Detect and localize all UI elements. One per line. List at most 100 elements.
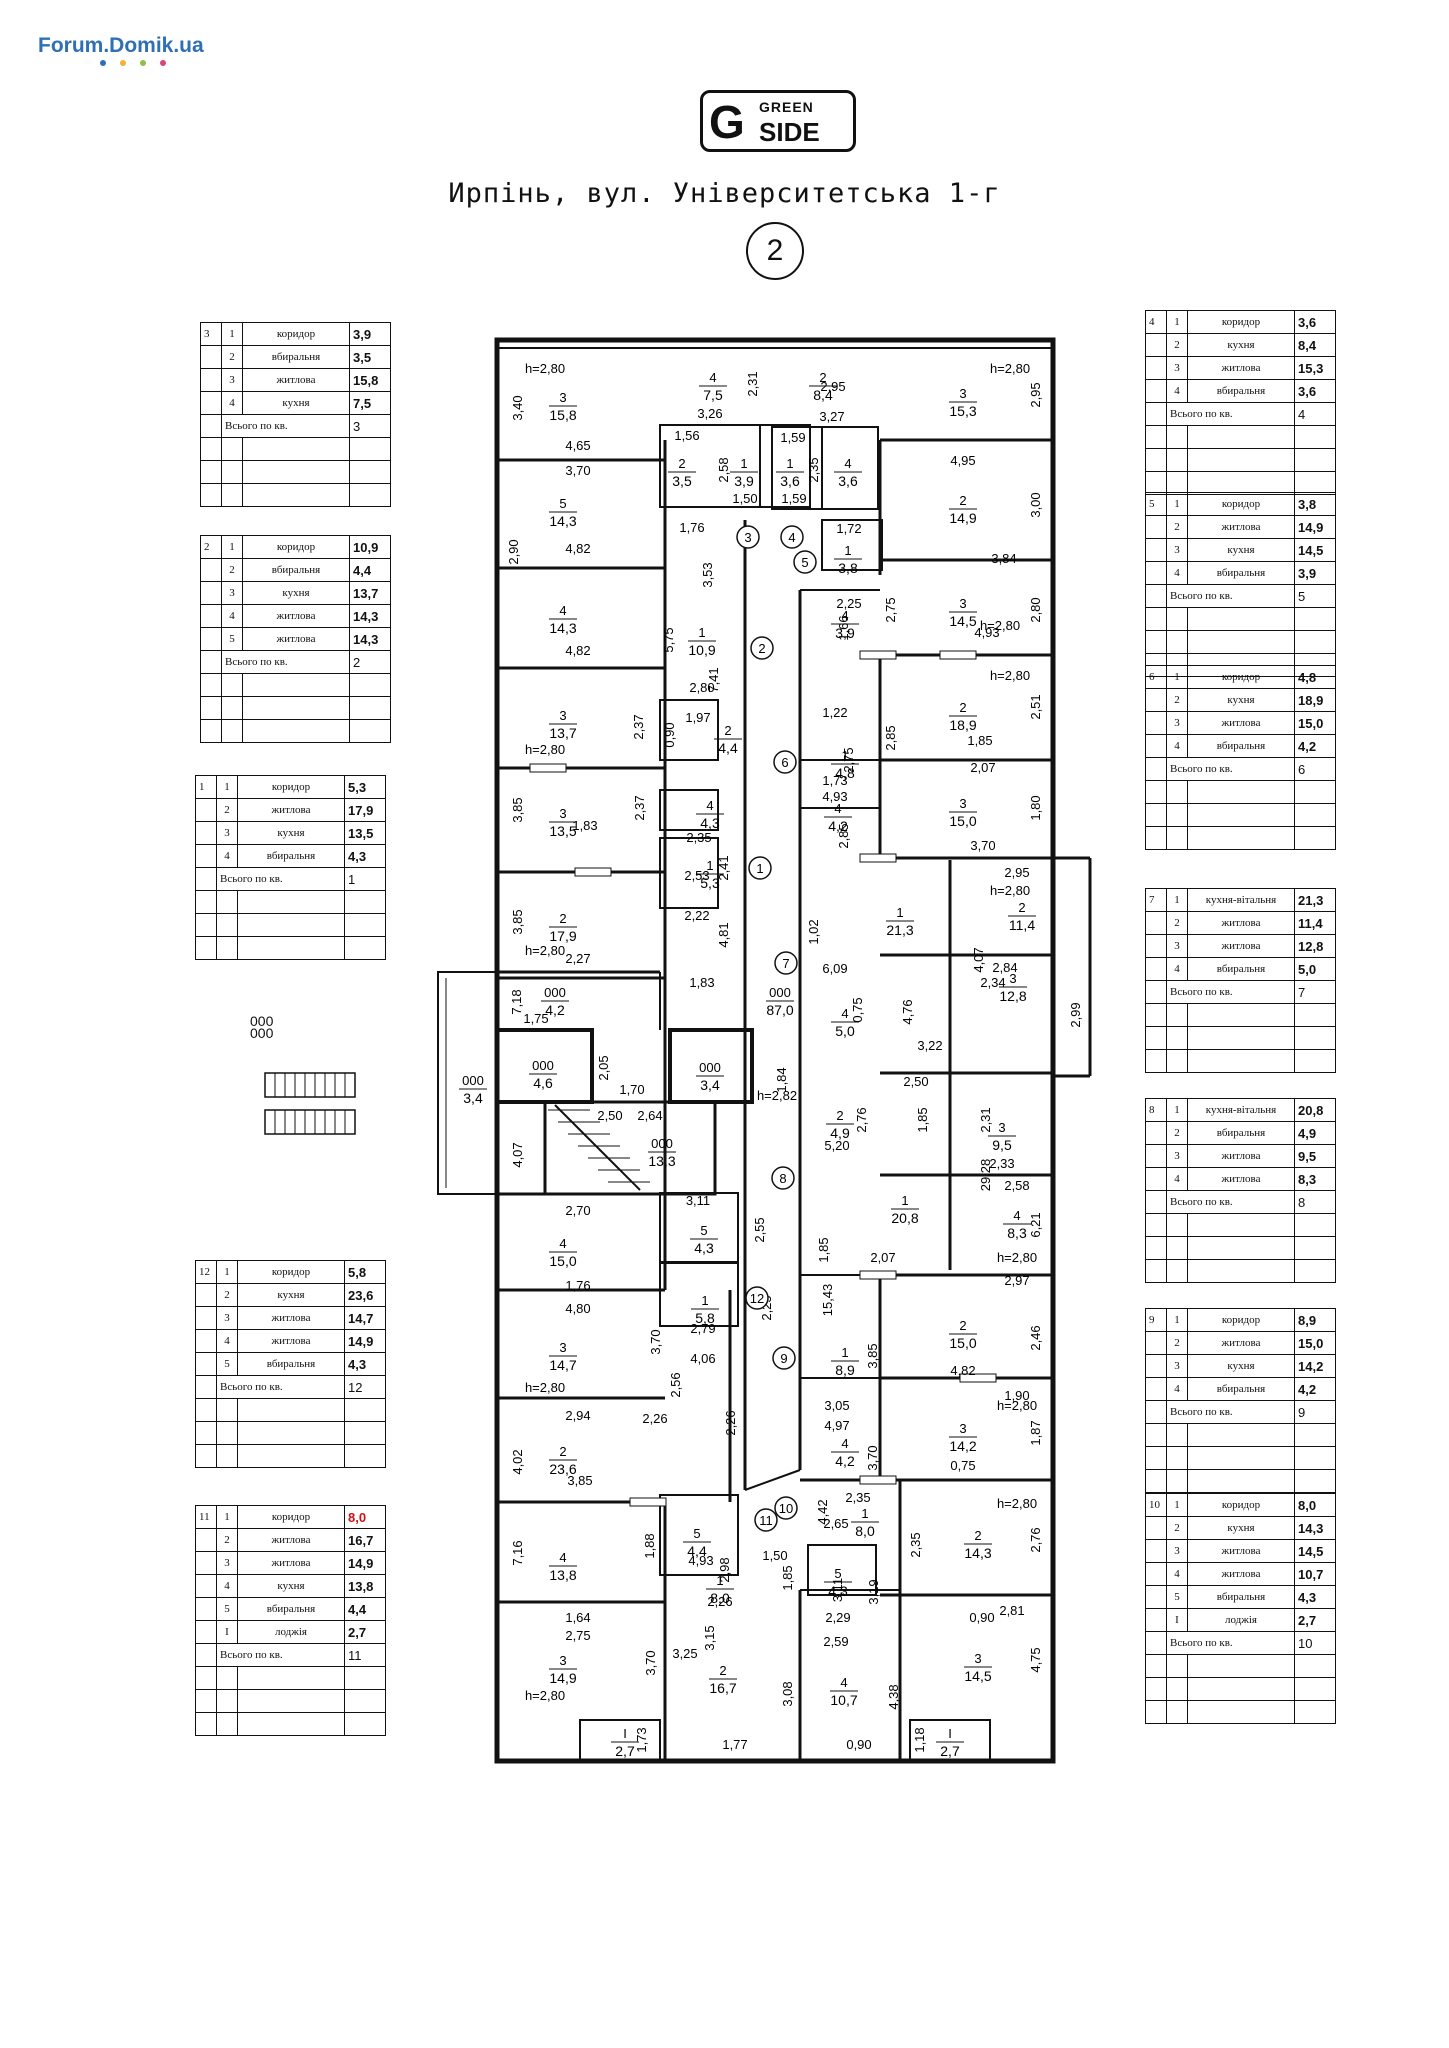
dimension-label: 2,29 xyxy=(825,1610,850,1625)
wall-rect xyxy=(821,519,883,571)
empty-cell xyxy=(344,1712,386,1736)
dimension-label: 2,94 xyxy=(565,1408,590,1423)
room-area-cell: 18,9 xyxy=(1294,688,1336,712)
room-area: 3,4 xyxy=(463,1090,483,1106)
room-area-cell: 4,2 xyxy=(1294,734,1336,758)
room-number: 4 xyxy=(840,1675,847,1690)
empty-cell xyxy=(1187,425,1295,449)
room-area: 5,8 xyxy=(695,1310,715,1326)
empty-cell xyxy=(1294,1677,1336,1701)
room-name-cell: житлова xyxy=(1187,1167,1295,1191)
room-name-cell: кухня xyxy=(242,391,350,415)
wall-rect xyxy=(529,763,567,773)
empty-cell xyxy=(1294,1259,1336,1283)
room-area: 14,3 xyxy=(549,513,576,529)
room-area-cell: 15,3 xyxy=(1294,356,1336,380)
room-area: 4,2 xyxy=(545,1002,565,1018)
room-area-cell: 4,3 xyxy=(344,1352,386,1376)
empty-cell xyxy=(1294,1213,1336,1237)
empty-cell xyxy=(221,696,243,720)
dimension-label: 4,95 xyxy=(950,453,975,468)
room-area-cell: 14,9 xyxy=(344,1551,386,1575)
room-name-cell: кухня xyxy=(1187,333,1295,357)
empty-cell xyxy=(1145,1190,1167,1214)
dimension-label: 2,80 xyxy=(689,680,714,695)
room-name-cell: коридор xyxy=(237,1505,345,1529)
total-label-cell: Всього по кв. xyxy=(1166,757,1295,781)
dimension-label: 1,56 xyxy=(674,428,699,443)
room-name-cell: житлова xyxy=(1187,1144,1295,1168)
apartment-number-cell xyxy=(1145,1562,1167,1586)
apartment-number-cell xyxy=(195,1352,217,1376)
apartment-marker-number: 6 xyxy=(781,755,788,770)
dimension-label: 0,75 xyxy=(950,1458,975,1473)
room-number: 2 xyxy=(974,1528,981,1543)
empty-cell xyxy=(1166,1446,1188,1470)
room-name-cell: кухня xyxy=(1187,538,1295,562)
room-number-cell: 3 xyxy=(221,581,243,605)
room-number-cell: 1 xyxy=(1166,310,1188,334)
total-number-cell: 11 xyxy=(344,1643,386,1667)
wall-rect xyxy=(659,789,719,831)
dimension-label: 2,95 xyxy=(1004,865,1029,880)
total-row: Всього по кв.7 xyxy=(1145,980,1336,1004)
room-name-cell: житлова xyxy=(1187,711,1295,735)
empty-cell xyxy=(1145,1469,1167,1493)
room-number-cell: 3 xyxy=(216,1551,238,1575)
dimension-label: 2,65 xyxy=(823,1516,848,1531)
empty-cell xyxy=(195,1643,217,1667)
apartment-number-cell: 10 xyxy=(1145,1493,1167,1517)
room-number-cell: 2 xyxy=(221,345,243,369)
empty-cell xyxy=(1145,1446,1167,1470)
room-area-cell: 8,9 xyxy=(1294,1308,1336,1332)
room-number-cell: 1 xyxy=(221,322,243,346)
empty-cell xyxy=(1187,1213,1295,1237)
room-number: 2 xyxy=(959,1318,966,1333)
dimension-label: 0,75 xyxy=(850,997,865,1022)
dimension-label: 3,00 xyxy=(1028,492,1043,517)
dimension-label: 29,28 xyxy=(978,1159,993,1192)
apartment-number-cell xyxy=(1145,1167,1167,1191)
dimension-label: 3,70 xyxy=(643,1650,658,1675)
wall-rect xyxy=(859,1270,897,1280)
room-area: 4,4 xyxy=(687,1543,707,1559)
empty-cell xyxy=(1294,607,1336,631)
wall-rect xyxy=(659,1261,739,1327)
ceiling-height: h=2,82 xyxy=(757,1088,797,1103)
empty-cell xyxy=(237,1398,345,1422)
room-number-cell: 4 xyxy=(1166,561,1188,585)
room-area: 16,7 xyxy=(709,1680,736,1696)
dimension-label: 2,55 xyxy=(752,1217,767,1242)
empty-cell xyxy=(1187,448,1295,472)
room-area: 18,9 xyxy=(949,717,976,733)
room-number: 4 xyxy=(841,608,848,623)
room-name-cell: вбиральня xyxy=(1187,1377,1295,1401)
dimension-label: 4,82 xyxy=(950,1363,975,1378)
legend-top: 000 xyxy=(250,1013,274,1029)
total-row: Всього по кв.11 xyxy=(195,1643,386,1667)
empty-cell xyxy=(1294,826,1336,850)
dimension-label: 3,85 xyxy=(865,1343,880,1368)
ceiling-height: h=2,80 xyxy=(980,618,1020,633)
room-area: 4,2 xyxy=(828,818,848,834)
empty-row xyxy=(1145,1003,1336,1027)
room-number-cell: 4 xyxy=(1166,734,1188,758)
dimension-label: 1,76 xyxy=(679,520,704,535)
wall-rect xyxy=(909,1719,991,1761)
room-number-cell: 4 xyxy=(1166,957,1188,981)
empty-row xyxy=(195,1398,386,1422)
ceiling-height: h=2,80 xyxy=(997,1398,1037,1413)
total-number-cell: 8 xyxy=(1294,1190,1336,1214)
